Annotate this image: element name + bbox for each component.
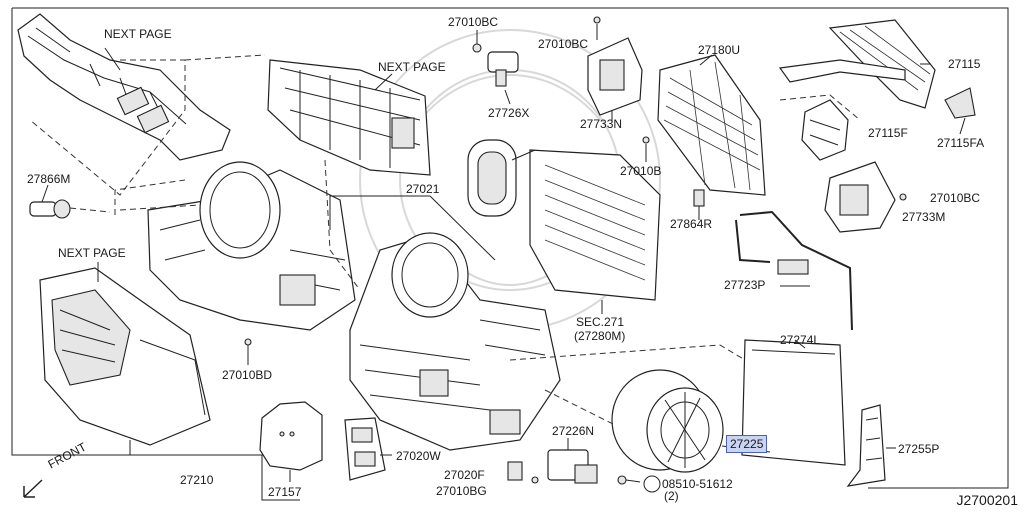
upper-frame — [267, 59, 431, 176]
label-27210[interactable]: 27210 — [180, 473, 214, 487]
part-27115F-drawing — [801, 99, 849, 161]
label-27225-highlighted[interactable]: 27225 — [726, 435, 768, 453]
dash-center-a — [324, 159, 361, 291]
label-27020W[interactable]: 27020W — [396, 449, 441, 463]
label-27733M[interactable]: 27733M — [902, 210, 946, 224]
leader-27274L — [794, 339, 806, 349]
label-27020F[interactable]: 27020F — [444, 468, 485, 482]
part-27020F-drawing — [507, 461, 523, 481]
label-27010BC-b[interactable]: 27010BC — [538, 37, 589, 51]
label-sec271-sub: (27280M) — [574, 329, 626, 343]
part-27726X-drawing — [472, 43, 519, 87]
label-27733N[interactable]: 27733N — [580, 117, 623, 131]
frame-border-left — [11, 8, 300, 501]
label-next-page-left: NEXT PAGE — [58, 246, 126, 260]
label-27866M[interactable]: 27866M — [27, 172, 71, 186]
label-27723P[interactable]: 27723P — [724, 278, 766, 292]
part-27115-drawing — [778, 19, 936, 109]
part-27255P-drawing — [846, 404, 886, 487]
label-27010BC-a[interactable]: 27010BC — [448, 15, 499, 29]
part-27180U-drawing — [657, 54, 766, 196]
leader-next-page-mid — [374, 73, 393, 91]
label-27157[interactable]: 27157 — [268, 485, 302, 499]
label-27115[interactable]: 27115 — [948, 57, 981, 71]
label-27010B[interactable]: 27010B — [620, 164, 662, 178]
dash-upper-duct — [29, 59, 186, 196]
leader-27866M — [41, 184, 49, 203]
part-27866M-drawing — [29, 199, 111, 219]
part-27733N-drawing — [587, 16, 643, 116]
label-27021[interactable]: 27021 — [406, 182, 440, 196]
label-27274L[interactable]: 27274L — [780, 333, 821, 347]
label-next-page-mid: NEXT PAGE — [378, 60, 446, 74]
part-27020W-drawing — [344, 417, 386, 481]
part-27274L-drawing — [741, 339, 846, 466]
sheet-id: J2700201 — [956, 492, 1018, 508]
label-27115F[interactable]: 27115F — [868, 126, 908, 140]
label-08510-qty: (2) — [664, 489, 679, 503]
upper-duct — [17, 13, 231, 161]
label-27726X[interactable]: 27726X — [488, 106, 530, 120]
label-27864R[interactable]: 27864R — [670, 217, 713, 231]
label-08510-51612[interactable]: 08510-51612 — [662, 477, 733, 491]
label-27180U[interactable]: 27180U — [698, 43, 741, 57]
case-right-half — [349, 232, 561, 451]
label-next-page-top: NEXT PAGE — [104, 27, 172, 41]
leader-27180U — [699, 54, 713, 66]
part-27225-drawing — [611, 369, 724, 473]
leader-27021-b — [429, 195, 496, 261]
dash-blower-b — [544, 389, 616, 426]
dash-center-b — [114, 179, 186, 215]
evaporator-drawing — [467, 139, 661, 301]
label-27010BD[interactable]: 27010BD — [222, 368, 273, 382]
case-left-half — [147, 161, 356, 331]
leader-27726X — [504, 89, 511, 105]
bolt-27010BG — [531, 476, 539, 484]
label-27010BG[interactable]: 27010BG — [436, 484, 487, 498]
label-27115FA[interactable]: 27115FA — [937, 136, 985, 150]
leader-27115FA — [959, 117, 966, 135]
label-27010BC-c[interactable]: 27010BC — [930, 191, 981, 205]
part-27157-drawing — [259, 401, 323, 471]
front-arrow-icon — [23, 479, 43, 498]
bolt-27010B — [642, 136, 650, 144]
part-27115FA-drawing — [944, 87, 976, 119]
dash-blower — [509, 344, 746, 361]
label-27255P[interactable]: 27255P — [898, 442, 940, 456]
frame-border — [12, 7, 1009, 489]
part-27723P-drawing — [735, 210, 853, 331]
leader-next-page-top — [104, 47, 121, 71]
blower-housing — [39, 267, 211, 446]
leader-27021 — [329, 195, 430, 230]
label-27226N[interactable]: 27226N — [552, 424, 595, 438]
label-sec271[interactable]: SEC.271 — [576, 315, 625, 329]
dash-27115F — [779, 94, 861, 121]
part-27733M-drawing — [824, 161, 907, 233]
dash-frame-link — [184, 54, 266, 61]
part-08510-drawing — [617, 475, 661, 493]
part-27226N-drawing — [547, 449, 598, 484]
dash-case-left — [119, 204, 201, 211]
part-27864R-drawing — [693, 189, 705, 207]
